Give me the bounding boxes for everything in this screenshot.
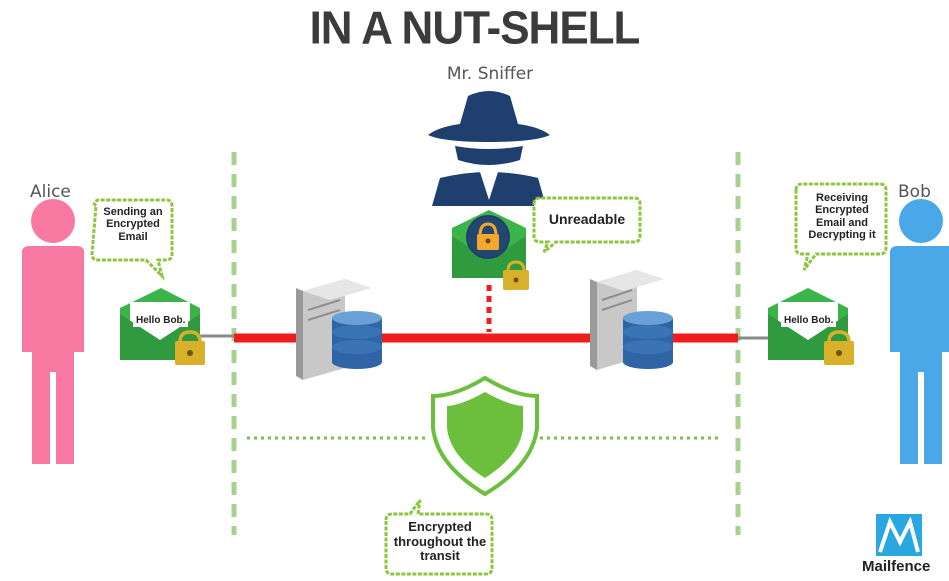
sniffer-speech-bubble	[532, 196, 642, 254]
bob-lock-icon	[824, 330, 854, 365]
sniffer-label: Mr. Sniffer	[446, 64, 534, 84]
alice-figure	[22, 199, 84, 464]
alice-speech-bubble	[90, 198, 174, 281]
page-title: IN A NUT-SHELL	[309, 2, 641, 55]
sniffer-figure	[428, 91, 550, 206]
bob-envelope-text: Hello Bob.	[781, 314, 837, 327]
sniffer-padlock-icon	[466, 215, 510, 259]
database-left	[332, 311, 382, 369]
transit-speech-bubble	[384, 499, 494, 576]
bob-label: Bob	[898, 182, 931, 202]
alice-envelope-text: Hello Bob.	[133, 314, 189, 327]
database-right	[623, 311, 673, 369]
alice-label: Alice	[30, 182, 71, 202]
mailfence-logo-icon	[876, 514, 922, 556]
transit-bubble-text: Encrypted throughout the transit	[393, 519, 487, 564]
alice-bubble-text: Sending an Encrypted Email	[103, 206, 163, 243]
bob-speech-bubble	[794, 182, 888, 271]
mailfence-brand: Mailfence	[862, 558, 931, 575]
sniffer-lock-icon	[503, 260, 529, 290]
sniffer-bubble-text: Unreadable	[548, 211, 626, 227]
shield-icon	[431, 375, 539, 497]
alice-lock-icon	[175, 330, 205, 365]
bob-bubble-text: Receiving Encrypted Email and Decrypting…	[808, 192, 876, 241]
bob-figure	[890, 199, 949, 464]
